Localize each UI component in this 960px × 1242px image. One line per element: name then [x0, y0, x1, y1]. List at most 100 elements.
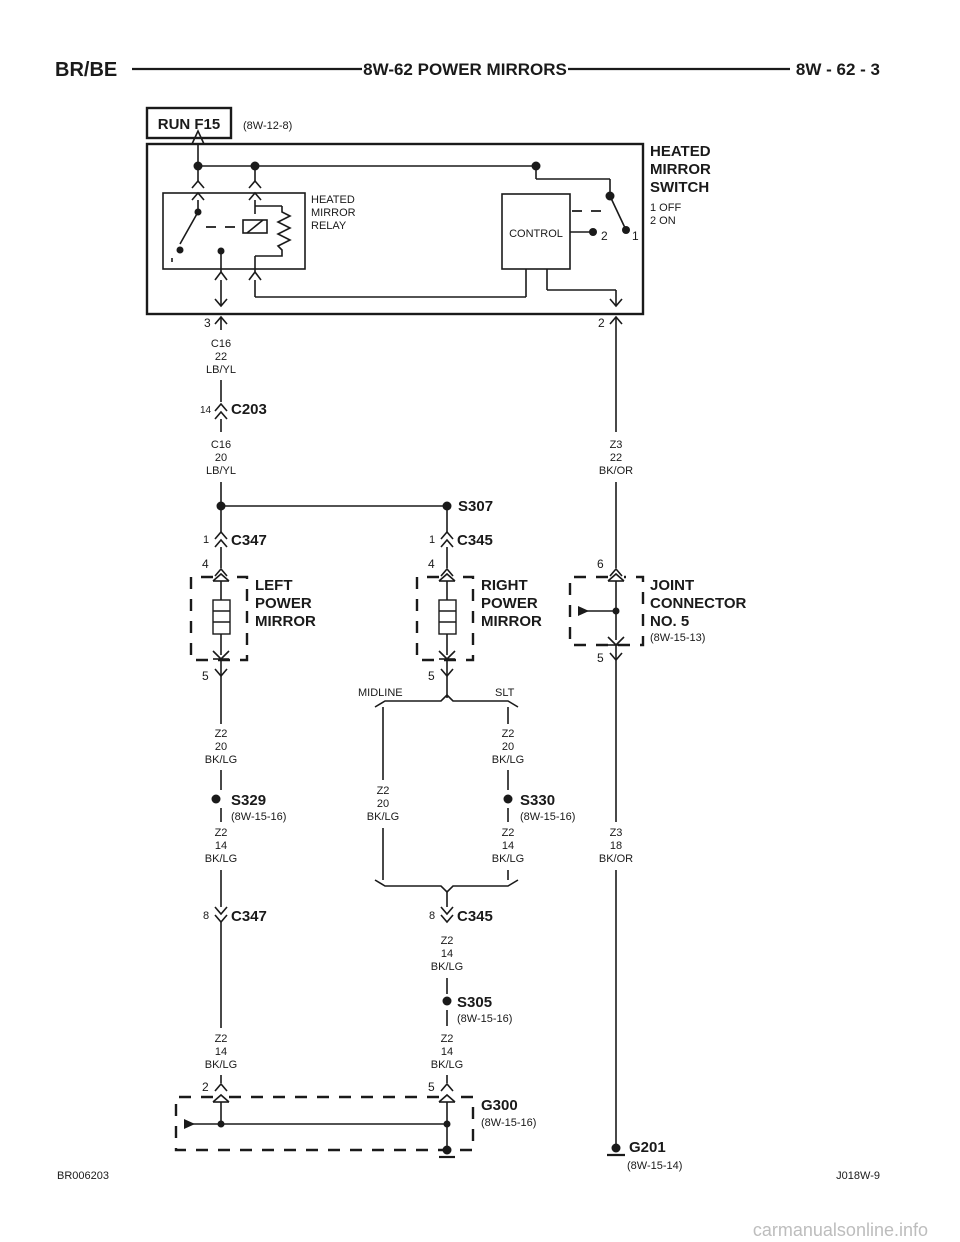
wire-label: 20 [377, 798, 389, 810]
g300-pin-5: 5 [428, 1080, 435, 1094]
ground-g300: G300 (8W-15-16) [174, 1093, 536, 1159]
right-mirror-label: POWER [481, 595, 538, 612]
fuse-run-f15: RUN F15 (8W-12-8) [145, 106, 292, 140]
c347-bot-label: C347 [231, 908, 267, 925]
joint-pin-6: 6 [597, 557, 604, 571]
joint-label: CONNECTOR [650, 595, 747, 612]
wire-label: BK/LG [367, 811, 399, 823]
wire-label: Z3 [610, 827, 623, 839]
switch-pos-on: 2 ON [650, 215, 676, 227]
c347-bot-pin: 8 [203, 910, 209, 922]
wire-label: 14 [441, 948, 453, 960]
wire-label: BK/LG [431, 961, 463, 973]
switch-housing [145, 142, 645, 316]
switch-title-3: SWITCH [650, 179, 709, 196]
wire-label: BK/LG [492, 754, 524, 766]
page-footer: BR006203 J018W-9 carmanualsonline.info [57, 1170, 928, 1240]
header-page: 8W - 62 - 3 [796, 60, 880, 79]
s330-dot [503, 794, 513, 804]
s305-dot [442, 996, 452, 1006]
right-heater-element [438, 599, 457, 635]
g300-label: G300 [481, 1097, 518, 1114]
joint-ref: (8W-15-13) [650, 632, 705, 644]
wire-label: Z2 [215, 827, 228, 839]
wire-label: C16 [211, 439, 231, 451]
joint-label: JOINT [650, 577, 694, 594]
s329-dot [211, 794, 221, 804]
wire-label: BK/LG [205, 1059, 237, 1071]
switch-pin-2: 2 [601, 229, 608, 243]
wire-label: BK/OR [599, 853, 633, 865]
c203-pin: 14 [200, 405, 212, 416]
branch-midline-slt: MIDLINE SLT Z2 20 BK/LG Z2 20 BK/LG S330… [358, 676, 575, 1094]
heated-mirror-switch: 2 1 HEATED MIRROR RELAY CONTROL [145, 129, 711, 316]
wire-label: Z2 [215, 1033, 228, 1045]
circuit-z2-left: Z2 20 BK/LG S329 (8W-15-16) Z2 14 BK/LG … [202, 728, 286, 1094]
wire-label: LB/YL [206, 364, 236, 376]
fuse-ref: (8W-12-8) [243, 120, 292, 132]
wire-label: BK/LG [492, 853, 524, 865]
wire-label: 18 [610, 840, 622, 852]
c345-top-pin: 1 [429, 534, 435, 546]
g300-pin-2: 2 [202, 1080, 209, 1094]
right-power-mirror: 1 C345 4 RIGHT POWER MIRROR 5 [415, 530, 542, 683]
wire-label: BK/LG [205, 754, 237, 766]
wire-label: Z2 [377, 785, 390, 797]
wire-label: 14 [215, 1046, 227, 1058]
footer-right: J018W-9 [836, 1170, 880, 1182]
s307-label: S307 [458, 498, 493, 515]
fuse-label: RUN F15 [158, 116, 221, 133]
switch-pin-1: 1 [632, 229, 639, 243]
left-mirror-label: LEFT [255, 577, 293, 594]
joint-pin-5: 5 [597, 651, 604, 665]
circuit-c16: 3 C16 22 LB/YL 14 C203 C16 20 LB/YL S307 [200, 315, 493, 532]
wire-label: Z2 [441, 1033, 454, 1045]
g201-ref: (8W-15-14) [627, 1160, 682, 1172]
wire-label: BK/OR [599, 465, 633, 477]
switch-input-connector [191, 129, 205, 145]
header-title: 8W-62 POWER MIRRORS [363, 60, 567, 79]
left-mirror-pin-4: 4 [202, 557, 209, 571]
s330-ref: (8W-15-16) [520, 811, 575, 823]
left-mirror-pin-5: 5 [202, 669, 209, 683]
s329-ref: (8W-15-16) [231, 811, 286, 823]
wire-label: Z3 [610, 439, 623, 451]
wire-label: LB/YL [206, 465, 236, 477]
c345-bot-label: C345 [457, 908, 493, 925]
relay-label-3: RELAY [311, 220, 347, 232]
relay-box [162, 192, 306, 270]
page-header: BR/BE 8W-62 POWER MIRRORS 8W - 62 - 3 [55, 59, 880, 81]
joint-label: NO. 5 [650, 613, 689, 630]
relay-label-2: MIRROR [311, 207, 356, 219]
right-mirror-pin-5: 5 [428, 669, 435, 683]
s329-label: S329 [231, 792, 266, 809]
g300-ref: (8W-15-16) [481, 1117, 536, 1129]
wire-label: Z2 [215, 728, 228, 740]
circuit-z3: 2 Z3 22 BK/OR 6 JOINT CONNECTOR NO. 5 (8… [568, 315, 747, 1172]
wire-label: 22 [215, 351, 227, 363]
switch-pin-2-out: 2 [598, 316, 605, 330]
s305-label: S305 [457, 994, 492, 1011]
fuse-box [145, 106, 233, 140]
switch-pin-3: 3 [204, 316, 211, 330]
wire-label: 22 [610, 452, 622, 464]
wire-label: 20 [502, 741, 514, 753]
g201-label: G201 [629, 1139, 666, 1156]
footer-left: BR006203 [57, 1170, 109, 1182]
wire-label: 14 [215, 840, 227, 852]
wire-label: Z2 [441, 935, 454, 947]
wire-label: Z2 [502, 827, 515, 839]
right-mirror-label: MIRROR [481, 613, 542, 630]
relay-label-1: HEATED [311, 194, 355, 206]
wire-label: 14 [441, 1046, 453, 1058]
left-mirror-label: POWER [255, 595, 312, 612]
wire-label: Z2 [502, 728, 515, 740]
switch-title-2: MIRROR [650, 161, 711, 178]
left-mirror-label: MIRROR [255, 613, 316, 630]
wire-label: 20 [215, 741, 227, 753]
switch-title-1: HEATED [650, 143, 711, 160]
left-power-mirror: 1 C347 4 LEFT POWER MIRROR 5 [189, 530, 316, 724]
s330-label: S330 [520, 792, 555, 809]
control-label: CONTROL [509, 228, 563, 240]
